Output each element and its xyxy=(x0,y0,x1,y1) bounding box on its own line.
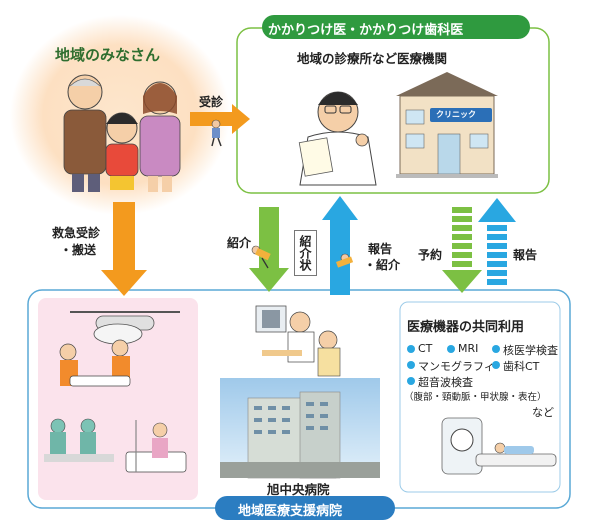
hospital-name-label: 旭中央病院 xyxy=(267,482,330,497)
equipment-ultrasound-detail: （腹部・頸動脈・甲状腺・表在） xyxy=(404,392,547,403)
equipment-box xyxy=(399,301,561,493)
consult-label: 受診 xyxy=(199,95,224,109)
equipment-report-label: 報告 xyxy=(513,248,538,262)
equipment-item-ultrasound: 超音波検査 xyxy=(418,376,473,389)
clinic-description: 地域の診療所など医療機関 xyxy=(297,51,448,66)
referral-label: 紹介 xyxy=(227,236,252,250)
doctor-illustration xyxy=(298,91,377,186)
equipment-item-nuclear: 核医学検査 xyxy=(503,344,558,357)
emergency-scene-illustration xyxy=(44,311,187,473)
walking-patient-illustration xyxy=(211,119,222,147)
equipment-item-ct: CT xyxy=(418,342,433,355)
equipment-item-mri: MRI xyxy=(458,342,479,355)
referral-letter-card: 紹介状 xyxy=(294,230,317,276)
report-referral-label-line1: 報告 xyxy=(368,242,393,256)
residents-label: 地域のみなさん xyxy=(55,46,161,64)
equipment-item-dental-ct: 歯科CT xyxy=(503,360,540,373)
report-referral-label-line2: ・紹介 xyxy=(364,258,401,272)
reservation-label: 予約 xyxy=(418,248,443,262)
family-illustration xyxy=(63,74,181,192)
xray-consultation-illustration xyxy=(255,305,341,377)
equipment-title: 医療機器の共同利用 xyxy=(407,320,525,335)
equipment-item-mammography: マンモグラフィ xyxy=(418,360,495,373)
emergency-label-line1: 救急受診 xyxy=(52,226,101,240)
equipment-etc: など xyxy=(532,406,554,419)
equipment-bullets xyxy=(407,345,500,385)
hospital-photo xyxy=(220,378,380,479)
hospital-banner xyxy=(215,496,395,520)
ct-scanner-illustration xyxy=(441,417,557,475)
clinic-banner-label: かかりつけ医・かかりつけ歯科医 xyxy=(268,23,464,38)
report-referral-arrow xyxy=(322,196,358,295)
clinic-banner xyxy=(262,15,530,39)
consult-arrow xyxy=(190,104,250,134)
clinic-sign-text: クリニック xyxy=(436,110,476,119)
reservation-arrow xyxy=(442,207,482,293)
referred-patient-illustration xyxy=(251,245,271,269)
equipment-report-arrow xyxy=(478,198,516,285)
emergency-arrow xyxy=(101,202,147,296)
hospital-banner-label: 地域医療支援病院 xyxy=(238,504,343,519)
clinic-building-illustration xyxy=(396,72,498,178)
emergency-label-line2: ・搬送 xyxy=(60,243,97,257)
returning-patient-illustration xyxy=(336,253,354,268)
